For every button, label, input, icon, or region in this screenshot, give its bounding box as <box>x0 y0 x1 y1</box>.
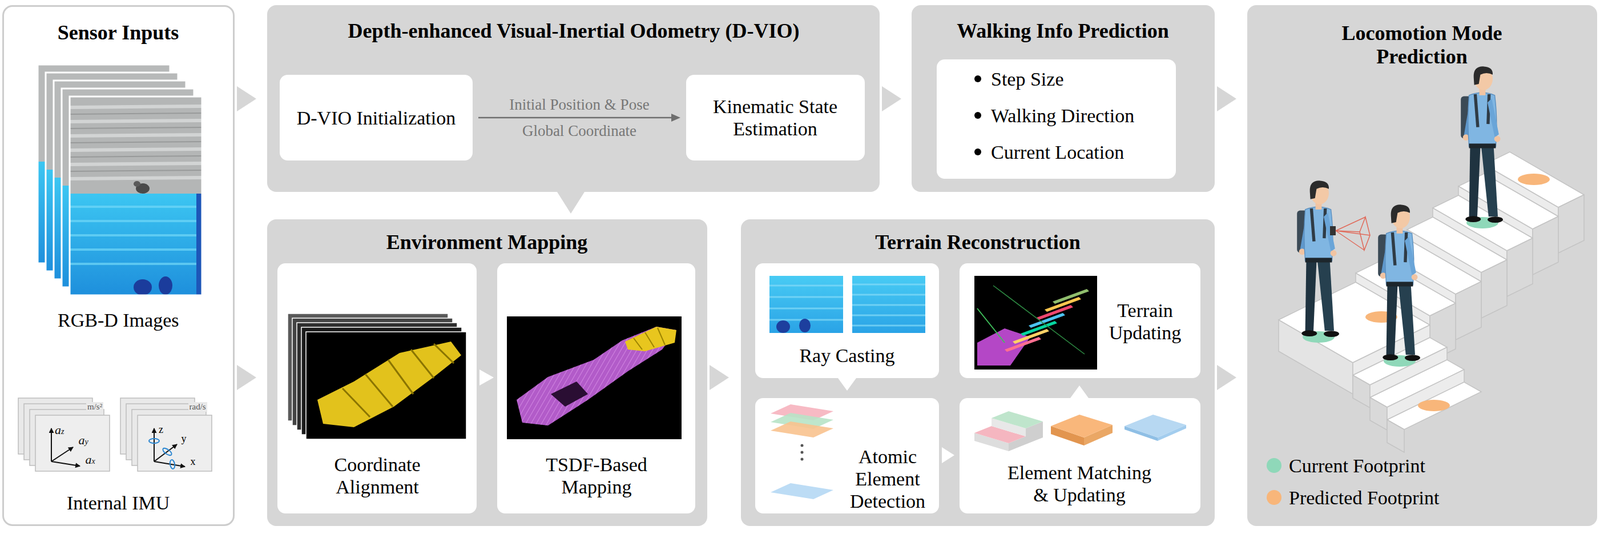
flow-pointer <box>1070 385 1089 398</box>
pointer-shape <box>1070 385 1089 398</box>
pointer-shape <box>479 369 494 386</box>
box-text: Step Size <box>990 67 1174 91</box>
box-text: Element Matching & Updating <box>999 461 1160 506</box>
pointer-shape <box>236 86 257 112</box>
axis-label: ax <box>85 452 96 467</box>
rgbd-stack <box>37 64 203 296</box>
flow-pointer <box>1216 86 1237 112</box>
flow-pointer <box>236 364 257 390</box>
module-panel: Terrain ReconstructionRay Casting Terrain… <box>740 219 1215 526</box>
process-box: D-VIO Initialization <box>279 74 473 161</box>
legend-text: Predicted Footprint <box>1288 486 1440 509</box>
flow-pointer <box>941 446 955 463</box>
process-box: Kinematic State Estimation <box>686 74 865 161</box>
legend-swatch <box>1266 457 1282 473</box>
panel-title: Walking Info Prediction <box>917 19 1209 43</box>
axis-label: z <box>158 423 164 436</box>
flow-arrow <box>478 113 681 122</box>
box-text: Coordinate Alignment <box>308 453 446 498</box>
imu-accel-cards <box>18 397 110 471</box>
panel-title: Terrain Reconstruction <box>749 230 1207 255</box>
flow-pointer <box>557 191 585 214</box>
matched-elements <box>974 410 1187 451</box>
pointer-shape <box>881 86 902 112</box>
terrain-render <box>974 275 1098 370</box>
box-text: TSDF-Based Mapping <box>528 453 666 498</box>
arrow-head <box>671 113 681 122</box>
box-text: D-VIO Initialization <box>284 106 468 130</box>
image-caption: RGB-D Images <box>57 308 179 332</box>
flow-pointer <box>881 86 902 112</box>
flow-pointer <box>709 364 729 390</box>
panel-title: Depth-enhanced Visual-Inertial Odometry … <box>276 19 871 43</box>
bullet-dot <box>974 111 982 119</box>
pointer-shape <box>1216 86 1237 112</box>
pointer-shape <box>837 377 857 391</box>
depth-images <box>769 275 926 333</box>
image-caption: Internal IMU <box>66 491 170 514</box>
flow-pointer <box>236 86 257 112</box>
unit-label: m/s² <box>86 401 104 412</box>
imu-gyro-cards <box>120 397 212 471</box>
bullet-dot <box>974 148 982 156</box>
axis-label: y <box>181 432 187 445</box>
pointer-shape <box>1216 364 1237 390</box>
flow-pointer <box>479 369 494 386</box>
box-text: Ray Casting <box>761 344 933 367</box>
flow-pointer <box>1216 364 1237 390</box>
atomic-elements <box>770 404 834 499</box>
box-text: Walking Direction <box>990 104 1174 127</box>
stair-scene <box>1278 66 1585 453</box>
axis-label: ay <box>78 432 89 447</box>
axis-label: az <box>54 422 64 437</box>
pointer-shape <box>557 191 585 214</box>
arrow-line <box>478 117 674 119</box>
box-text: Current Location <box>990 140 1174 164</box>
point-cloud-stack <box>287 313 467 439</box>
panel-title: Sensor Inputs <box>9 21 227 45</box>
axis-label: x <box>190 455 196 468</box>
tsdf-mesh <box>506 316 682 439</box>
edge-label: Initial Position & Pose Global Coordinat… <box>496 91 663 144</box>
bullet-dot <box>974 75 982 83</box>
unit-label: rad/s <box>188 401 208 412</box>
bullet-list-box: Step SizeWalking DirectionCurrent Locati… <box>936 59 1176 179</box>
pointer-shape <box>709 364 729 390</box>
box-text: Atomic Element Detection <box>841 445 934 513</box>
module-panel: Walking Info PredictionStep SizeWalking … <box>911 5 1215 192</box>
legend-text: Current Footprint <box>1288 454 1426 477</box>
legend-swatch <box>1266 489 1282 505</box>
pointer-shape <box>941 446 955 463</box>
box-text: Kinematic State Estimation <box>692 95 858 140</box>
flow-pointer <box>837 377 857 391</box>
pointer-shape <box>236 364 257 390</box>
panel-title: Environment Mapping <box>275 230 699 255</box>
box-text: Terrain Updating <box>1096 299 1194 344</box>
panel-title: Locomotion Mode Prediction <box>1307 21 1537 70</box>
